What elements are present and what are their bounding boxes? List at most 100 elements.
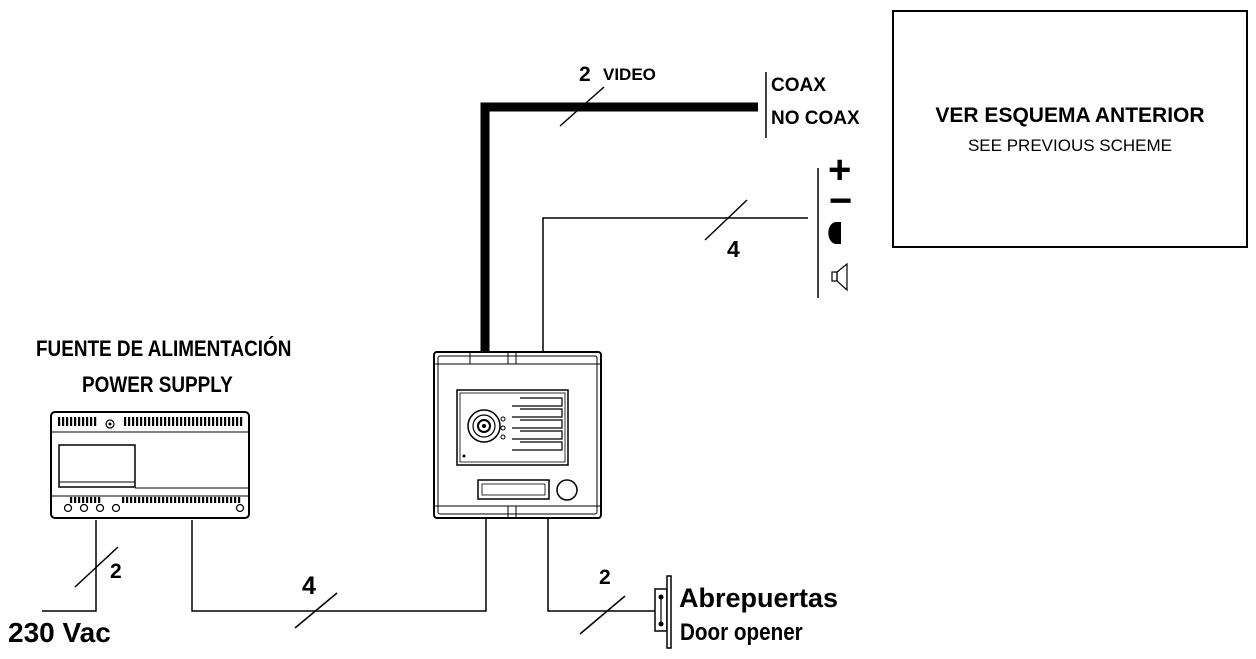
terminal	[66, 417, 69, 426]
terminal	[94, 417, 97, 426]
terminal	[74, 417, 77, 426]
coax-option: COAX	[771, 75, 826, 96]
terminal	[122, 497, 125, 503]
terminal	[164, 417, 167, 426]
terminal	[160, 417, 163, 426]
microphone-icon	[828, 222, 841, 244]
door-opener-icon	[654, 575, 672, 649]
terminal	[178, 497, 181, 503]
terminal	[236, 417, 239, 426]
power-supply-icon	[50, 411, 250, 519]
terminal	[240, 417, 243, 426]
terminal	[134, 497, 137, 503]
video-cable-tick	[559, 86, 605, 127]
plus-symbol: +	[828, 148, 852, 192]
terminal	[158, 497, 161, 503]
mains-voltage-label: 230 Vac	[8, 617, 111, 648]
terminal	[214, 497, 217, 503]
psu-to-panel-cable	[191, 518, 487, 612]
terminal	[208, 417, 211, 426]
terminal	[192, 417, 195, 426]
mains-cable-tick	[74, 546, 119, 588]
door-opener-wire-count: 2	[599, 566, 611, 589]
minus-symbol: −	[829, 179, 853, 223]
previous-scheme-box: VER ESQUEMA ANTERIOR SEE PREVIOUS SCHEME	[892, 10, 1248, 248]
door-opener-tick	[579, 595, 626, 635]
terminal	[140, 417, 143, 426]
terminal	[230, 497, 233, 503]
terminal	[200, 417, 203, 426]
terminal	[206, 497, 209, 503]
door-opener-label-es: Abrepuertas	[679, 583, 839, 613]
terminal	[232, 417, 235, 426]
terminal	[194, 497, 197, 503]
monitor-cable	[542, 217, 808, 356]
video-wire-count: 2	[579, 63, 591, 86]
terminal	[150, 497, 153, 503]
terminal	[168, 417, 171, 426]
terminal	[130, 497, 133, 503]
video-label: VIDEO	[603, 65, 656, 84]
terminal	[144, 417, 147, 426]
mains-wire-count: 2	[110, 560, 122, 583]
video-cable	[480, 102, 758, 356]
terminal	[90, 417, 93, 426]
terminal	[180, 417, 183, 426]
terminal	[94, 497, 97, 503]
terminal	[82, 417, 85, 426]
terminal	[98, 497, 101, 503]
psu-to-panel-wire-count: 4	[302, 572, 316, 600]
psu-to-panel-tick	[294, 592, 338, 629]
no-coax-option: NO COAX	[771, 108, 860, 129]
scheme-box-title: VER ESQUEMA ANTERIOR	[935, 104, 1205, 127]
terminal	[138, 497, 141, 503]
terminal	[170, 497, 173, 503]
door-opener-label-en: Door opener	[680, 619, 803, 646]
terminal	[166, 497, 169, 503]
power-supply-label-es: FUENTE DE ALIMENTACIÓN	[36, 336, 292, 361]
terminal	[136, 417, 139, 426]
terminal	[182, 497, 185, 503]
scheme-box-subtitle: SEE PREVIOUS SCHEME	[967, 136, 1173, 155]
terminal	[204, 417, 207, 426]
terminal	[132, 417, 135, 426]
terminal	[70, 417, 73, 426]
terminal	[220, 417, 223, 426]
terminal	[124, 417, 127, 426]
terminal	[74, 497, 77, 503]
terminal	[162, 497, 165, 503]
terminal	[238, 497, 241, 503]
terminal	[234, 497, 237, 503]
terminal	[188, 417, 191, 426]
terminal	[186, 497, 189, 503]
terminal	[128, 417, 131, 426]
terminal	[226, 497, 229, 503]
terminal	[126, 497, 129, 503]
terminal	[198, 497, 201, 503]
monitor-wire-count: 4	[727, 236, 740, 262]
terminal	[224, 417, 227, 426]
terminal	[78, 417, 81, 426]
terminal	[142, 497, 145, 503]
terminal	[184, 417, 187, 426]
monitor-cable-tick	[704, 199, 748, 241]
terminal	[176, 417, 179, 426]
terminal	[70, 497, 73, 503]
entrance-panel-icon	[433, 351, 602, 519]
terminal	[210, 497, 213, 503]
speaker-icon	[831, 262, 848, 292]
terminal	[154, 497, 157, 503]
terminal	[58, 417, 61, 426]
terminal	[202, 497, 205, 503]
terminal	[172, 417, 175, 426]
terminal	[148, 417, 151, 426]
power-supply-label-en: POWER SUPPLY	[82, 372, 233, 397]
terminal	[146, 497, 149, 503]
door-opener-cable	[547, 518, 655, 612]
terminal	[174, 497, 177, 503]
terminal	[86, 417, 89, 426]
terminal	[196, 417, 199, 426]
terminal	[82, 497, 85, 503]
